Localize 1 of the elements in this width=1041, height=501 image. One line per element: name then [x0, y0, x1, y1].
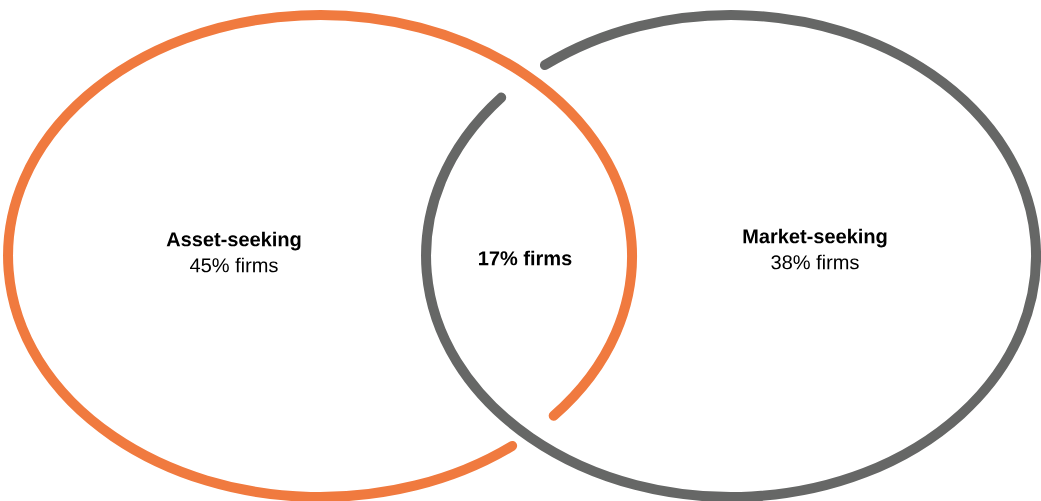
overlap-label: 17% firms: [479, 250, 572, 266]
